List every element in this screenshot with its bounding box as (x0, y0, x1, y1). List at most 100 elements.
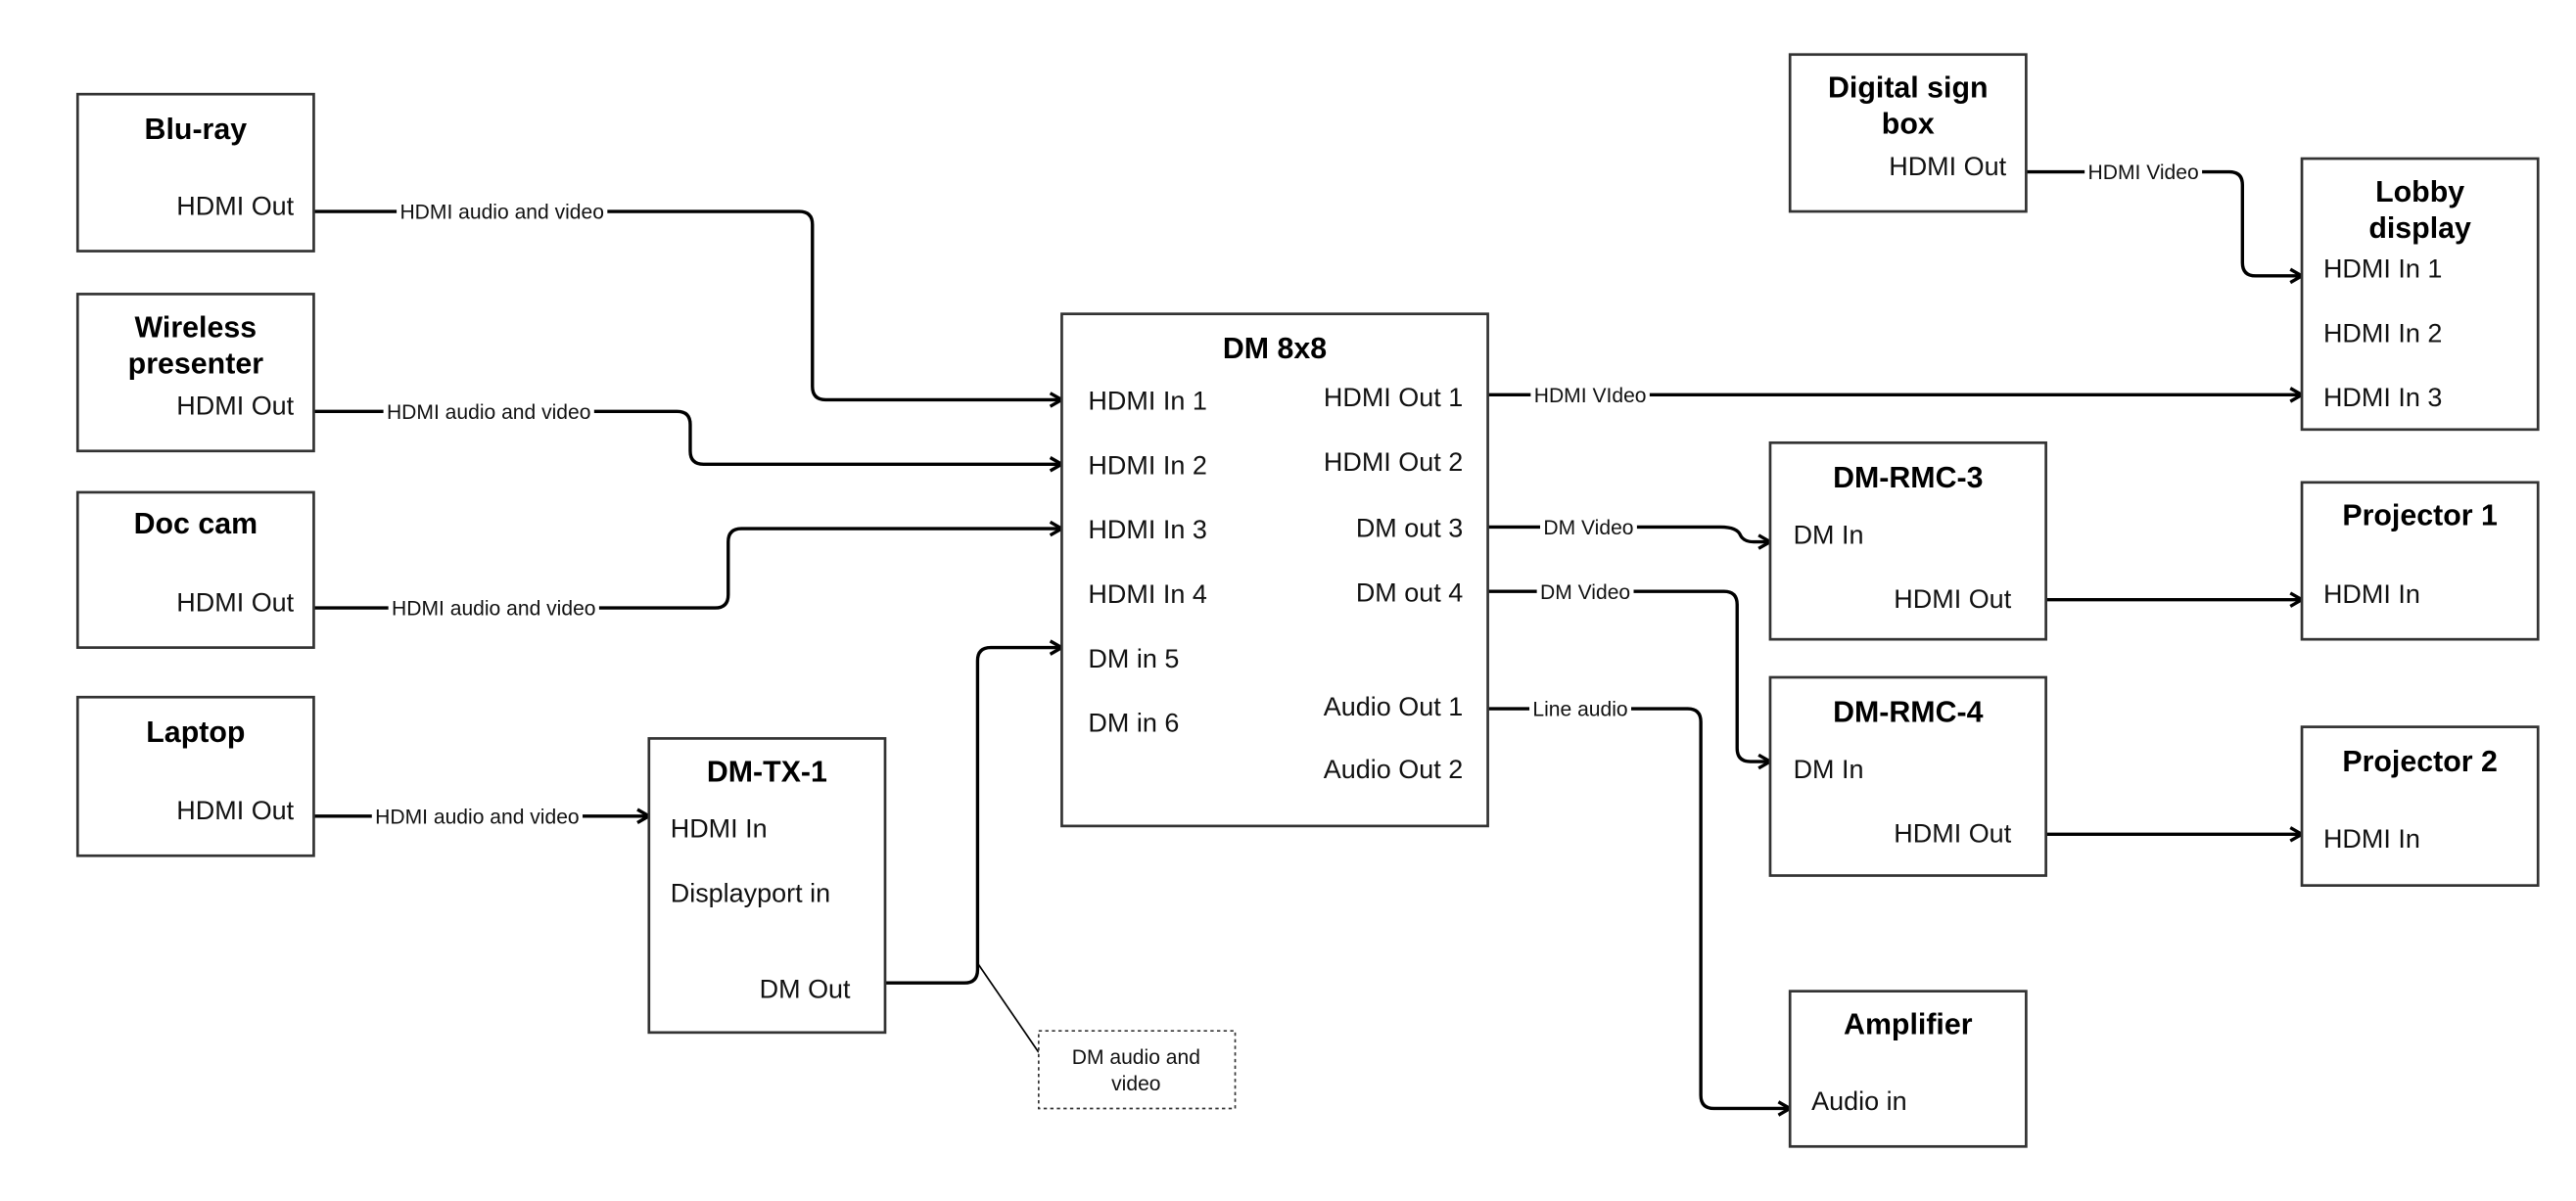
node-proj1[interactable]: Projector 1 HDMI In (2300, 481, 2540, 641)
port-label: HDMI Out (176, 191, 294, 220)
port-label: HDMI In 1 (2323, 254, 2442, 284)
port-label: DM In (1794, 755, 1864, 784)
edge-label: HDMI audio and video (387, 401, 590, 424)
note-box (1037, 1030, 1237, 1110)
port-label: Audio Out 2 (1324, 755, 1463, 784)
port-label: HDMI In 4 (1088, 579, 1206, 609)
connection-edge[interactable] (313, 409, 1061, 464)
node-box[interactable] (2300, 157, 2540, 432)
port-label: HDMI In (2323, 824, 2420, 854)
port-label: HDMI Out (1889, 152, 2006, 181)
node-box[interactable] (75, 92, 315, 253)
port-label: DM in 5 (1088, 644, 1179, 673)
edge-label-background (1536, 580, 1634, 604)
edge-label-background (1529, 698, 1632, 721)
node-proj2[interactable]: Projector 2 HDMI In (2300, 725, 2540, 887)
edge-label-background (1530, 384, 1650, 407)
port-label: HDMI Out 2 (1324, 447, 1463, 477)
port-label: HDMI In 1 (1088, 387, 1206, 416)
node-box[interactable] (75, 695, 315, 857)
node-title: Projector 2 (2342, 746, 2498, 778)
node-rmc4[interactable]: DM-RMC-4 DM In HDMI Out (1768, 675, 2047, 877)
node-box[interactable] (1060, 312, 1489, 828)
node-title: Laptop (146, 716, 245, 749)
edge-label: DM Video (1540, 581, 1630, 604)
node-title: Wireless (135, 311, 258, 344)
note-leader-line (976, 962, 1040, 1053)
node-box[interactable] (2300, 725, 2540, 887)
node-title: DM 8x8 (1223, 333, 1327, 365)
port-label: DM In (1794, 520, 1864, 549)
port-label: HDMI Out (176, 392, 294, 421)
connection-edge[interactable] (1487, 525, 1770, 541)
edge-label-background (371, 806, 584, 829)
node-box[interactable] (1788, 53, 2028, 213)
port-label: Audio in (1811, 1086, 1906, 1116)
connection-edge[interactable] (884, 648, 1061, 985)
port-label: HDMI Out (1894, 819, 2011, 849)
node-title: DM-RMC-4 (1833, 697, 1984, 729)
connection-edge[interactable] (1487, 589, 1770, 762)
edge-label: Line audio (1532, 699, 1627, 721)
port-label: HDMI Out (176, 587, 294, 617)
note-text: DM audio and (1072, 1046, 1200, 1069)
connection-edge[interactable] (1487, 707, 1791, 1108)
edge-label-background (388, 597, 599, 621)
node-box[interactable] (1768, 440, 2047, 641)
node-box[interactable] (1788, 990, 2028, 1148)
port-label: HDMI In (2323, 579, 2420, 609)
port-label: HDMI Out 1 (1324, 383, 1463, 412)
port-label: DM Out (760, 974, 851, 1003)
node-title: Projector 1 (2342, 500, 2498, 532)
node-title: display (2368, 212, 2471, 245)
port-label: Audio Out 1 (1324, 692, 1463, 721)
edge-label-background (2084, 162, 2203, 185)
node-box[interactable] (75, 490, 315, 649)
edge-label-background (383, 400, 594, 424)
node-title: Blu-ray (145, 114, 248, 146)
node-box[interactable] (647, 737, 887, 1035)
node-box[interactable] (75, 293, 315, 453)
node-title: box (1882, 109, 1935, 141)
port-label: HDMI In 3 (2323, 383, 2442, 412)
edge-label: HDMI audio and video (399, 202, 603, 224)
node-title: DM-TX-1 (707, 756, 827, 788)
edge-label: DM Video (1543, 517, 1633, 539)
node-title: DM-RMC-3 (1833, 462, 1983, 494)
port-label: HDMI Out (176, 796, 294, 825)
port-label: HDMI In 2 (2323, 318, 2442, 347)
edge-label-background (1540, 516, 1637, 539)
annotation-note: DM audio and video (976, 962, 1237, 1110)
node-box[interactable] (2300, 481, 2540, 641)
port-label: DM in 6 (1088, 709, 1179, 738)
edge-label: HDMI VIdeo (1534, 385, 1647, 407)
port-label: HDMI In (671, 814, 768, 844)
node-title: Amplifier (1844, 1009, 1973, 1041)
port-label: DM out 3 (1356, 514, 1463, 543)
edge-label-background (397, 201, 608, 224)
connection-edge[interactable] (313, 209, 1061, 399)
node-title: Digital sign (1828, 72, 1989, 105)
port-label: DM out 4 (1356, 577, 1463, 607)
edge-label: HDMI Video (2088, 162, 2199, 184)
edge-label: HDMI audio and video (375, 806, 579, 828)
node-title: Doc cam (134, 508, 258, 540)
note-text: video (1111, 1073, 1160, 1095)
node-box[interactable] (1768, 675, 2047, 877)
port-label: Displayport in (671, 879, 830, 908)
port-label: HDMI In 3 (1088, 515, 1206, 544)
connection-edge[interactable] (313, 529, 1061, 610)
connection-edge[interactable] (2026, 169, 2302, 276)
node-title: presenter (128, 347, 264, 380)
